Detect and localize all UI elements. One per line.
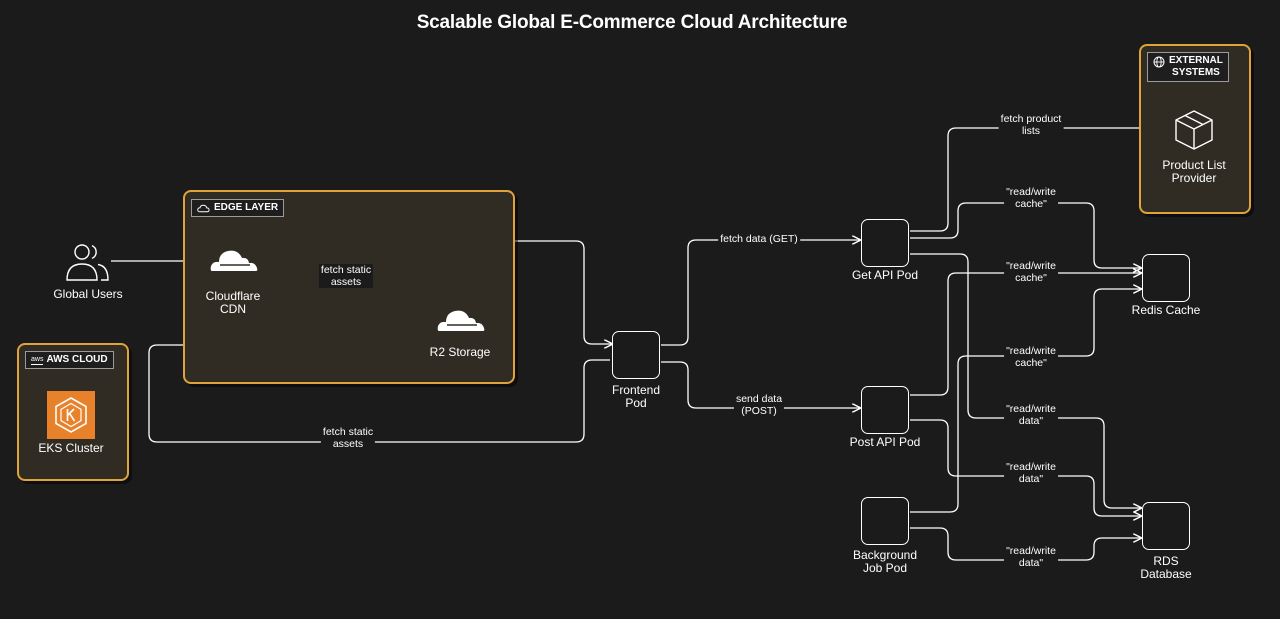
edge-label-frontend-r2: fetch static assets (320, 426, 376, 450)
product-provider-label: Product List Provider (1162, 158, 1226, 185)
edge-layer-tag-label: EDGE LAYER (214, 202, 279, 213)
edge-layer-tag: EDGE LAYER (191, 199, 285, 217)
frontend-pod-node[interactable] (612, 331, 660, 379)
cloud-icon (197, 204, 210, 212)
rds-database-node[interactable] (1142, 502, 1190, 550)
eks-label: EKS Cluster (38, 441, 104, 455)
edge-get-redis (910, 202, 1141, 268)
users-icon (66, 244, 109, 281)
edge-label-cdn-r2: fetch static assets (318, 264, 374, 288)
get-api-pod-node[interactable] (861, 219, 909, 267)
package-box-icon[interactable] (1172, 108, 1216, 152)
edge-label-frontend-get: fetch data (GET) (718, 233, 800, 245)
edge-label-post-rds: "read/write data" (1004, 461, 1058, 485)
edge-label-get-rds: "read/write data" (1004, 403, 1058, 427)
edge-label-bg-rds: "read/write data" (1004, 545, 1058, 569)
aws-cloud-tag-label: AWS CLOUD (46, 354, 108, 365)
edge-label-bg-redis: "read/write cache" (1004, 345, 1058, 369)
edge-label-get-product: fetch product lists (998, 113, 1064, 137)
rds-database-label: RDS Database (1140, 554, 1192, 581)
cdn-label: Cloudflare CDN (205, 289, 261, 316)
edge-label-post-redis: "read/write cache" (1004, 260, 1058, 284)
aws-logo-icon: aws (31, 355, 44, 365)
edge-label-get-redis: "read/write cache" (1004, 186, 1058, 210)
users-label: Global Users (53, 287, 123, 301)
post-api-pod-label: Post API Pod (849, 435, 921, 449)
background-job-pod-label: Background Job Pod (852, 548, 918, 575)
diagram-title: Scalable Global E-Commerce Cloud Archite… (416, 12, 848, 33)
redis-cache-label: Redis Cache (1131, 303, 1201, 317)
redis-cache-node[interactable] (1142, 254, 1190, 302)
edge-frontend-get (661, 240, 860, 346)
eks-cluster-icon[interactable] (47, 391, 95, 439)
background-job-pod-node[interactable] (861, 497, 909, 545)
r2-storage-icon[interactable] (433, 307, 487, 335)
globe-icon (1153, 56, 1165, 68)
edge-get-product (910, 128, 1170, 232)
frontend-pod-label: Frontend Pod (611, 383, 661, 410)
edge-post-redis (910, 273, 1141, 396)
external-systems-tag: EXTERNAL SYSTEMS (1147, 52, 1229, 82)
external-systems-tag-label: EXTERNAL SYSTEMS (1169, 55, 1223, 78)
get-api-pod-label: Get API Pod (851, 268, 919, 282)
edge-label-frontend-post: send data (POST) (733, 393, 785, 417)
edge-frontend-post (661, 361, 860, 408)
aws-cloud-tag: aws AWS CLOUD (25, 351, 114, 369)
r2-label: R2 Storage (429, 345, 491, 359)
post-api-pod-node[interactable] (861, 386, 909, 434)
cloudflare-cdn-icon[interactable] (206, 247, 260, 275)
